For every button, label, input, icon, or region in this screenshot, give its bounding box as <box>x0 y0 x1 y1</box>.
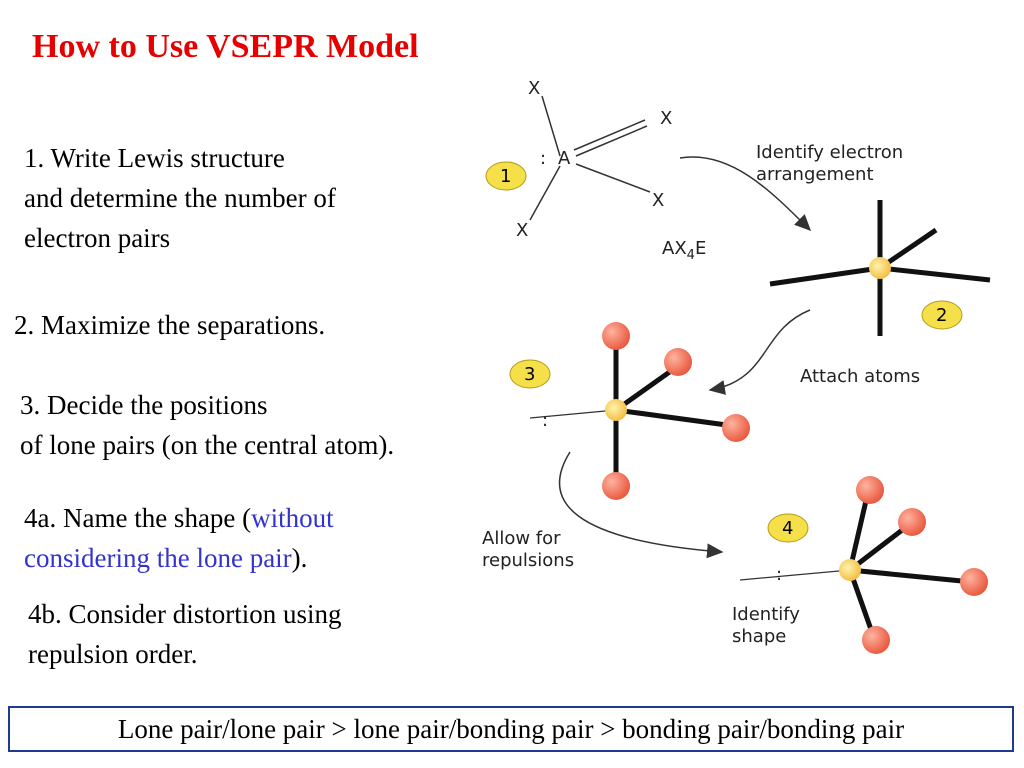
final-shape: : <box>739 476 988 654</box>
atom-x-top: X <box>528 78 540 99</box>
step-4a-highlight: without <box>251 503 334 533</box>
badge-4-number: 4 <box>782 518 793 539</box>
step-4a-line-1: 4a. Name the shape (without <box>24 498 334 538</box>
badge-2: 2 <box>921 300 963 330</box>
lone-pair-step-4: : <box>776 564 782 585</box>
slide-title: How to Use VSEPR Model <box>32 28 419 65</box>
step-4b: 4b. Consider distortion using repulsion … <box>28 594 342 674</box>
badge-3-number: 3 <box>524 364 535 385</box>
arrow-2-to-3 <box>708 309 811 395</box>
step-3-line-1: 3. Decide the positions <box>20 390 268 420</box>
badge-2-number: 2 <box>936 305 947 326</box>
step-3-line-2: of lone pairs (on the central atom). <box>20 430 395 460</box>
lewis-structure: X X X X : A AX4E <box>516 78 706 263</box>
step-4b-line-1: 4b. Consider distortion using <box>28 599 342 629</box>
lewis-lone-pair: : <box>540 148 546 169</box>
atom-x-right: X <box>652 190 664 211</box>
step-4a: 4a. Name the shape (without considering … <box>24 498 334 578</box>
caption-identify-electron: Identify electron arrangement <box>756 142 909 185</box>
arrow-1-to-2 <box>679 156 812 232</box>
step-1: 1. Write Lewis structure and determine t… <box>24 138 336 258</box>
step-4b-line-2: repulsion order. <box>28 639 198 669</box>
step-1-line-3: electron pairs <box>24 223 171 253</box>
arrow-3-to-4 <box>558 451 724 559</box>
step-4a-suffix: ). <box>291 543 308 573</box>
badge-4: 4 <box>767 513 809 543</box>
step-3: 3. Decide the positions of lone pairs (o… <box>20 385 394 465</box>
caption-allow-repulsions: Allow for repulsions <box>482 528 574 571</box>
step-1-line-2: and determine the number of <box>24 183 336 213</box>
attached-molecule: : <box>529 322 750 500</box>
badge-1-number: 1 <box>500 166 511 187</box>
caption-identify-shape: Identify shape <box>732 604 806 647</box>
formula-ax4e: AX4E <box>662 238 706 263</box>
step-4a-highlight-2: considering the lone pair <box>24 543 292 573</box>
step-2: 2. Maximize the separations. <box>14 310 326 340</box>
step-4a-line-2: considering the lone pair). <box>24 538 334 578</box>
vsepr-diagram: X X X X : A AX4E 1 Identify electron arr… <box>482 78 991 654</box>
atom-central-a: A <box>558 148 571 169</box>
electron-arrangement <box>769 200 991 336</box>
atom-x-right-double: X <box>660 108 672 129</box>
repulsion-order-box: Lone pair/lone pair > lone pair/bonding … <box>8 706 1014 752</box>
badge-1: 1 <box>485 161 527 191</box>
atom-x-bottom: X <box>516 220 528 241</box>
caption-attach-atoms: Attach atoms <box>800 366 920 387</box>
step-1-line-1: 1. Write Lewis structure <box>24 143 285 173</box>
badge-3: 3 <box>509 359 551 389</box>
step-4a-prefix: 4a. Name the shape ( <box>24 503 252 533</box>
lone-pair-step-3: : <box>542 410 548 431</box>
